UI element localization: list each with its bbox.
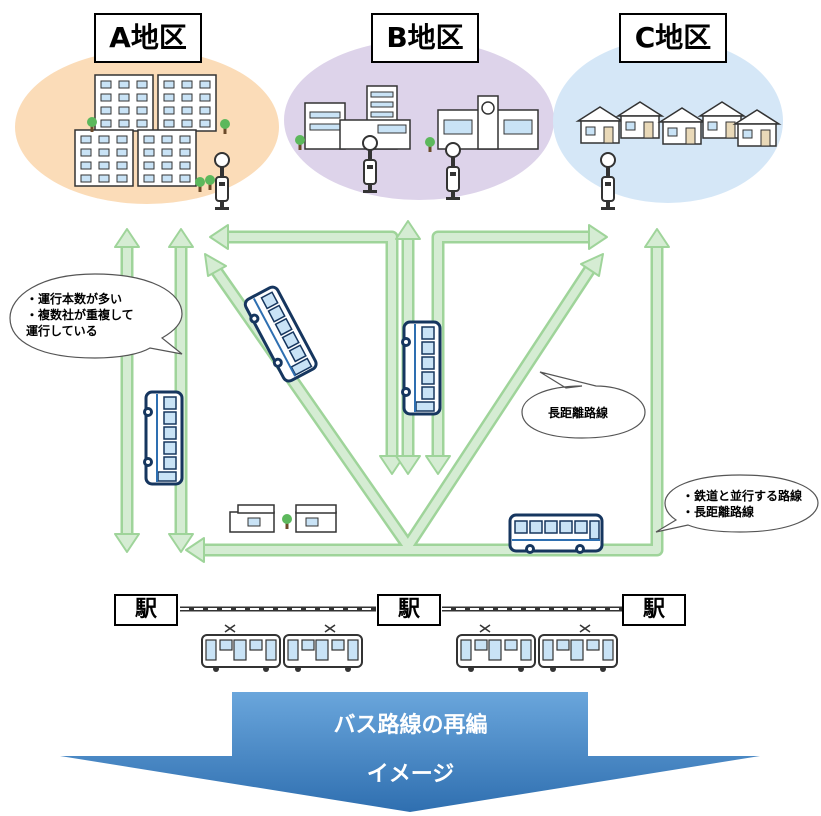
bus-stop-icon: [362, 135, 378, 194]
callout-middle-text: 長距離路線: [548, 406, 609, 420]
callout-left-line: ・複数社が重複して: [26, 308, 134, 322]
banner-title: バス路線の再編: [333, 713, 488, 738]
train-icon: [456, 624, 618, 673]
summary-arrow-shape: [60, 692, 760, 812]
callout-bubble-middle: [521, 371, 646, 439]
bus-icon-vertical-middle: [399, 320, 442, 416]
station-label: 駅: [114, 594, 178, 626]
bus-icon-vertical-left: [141, 390, 184, 486]
district-a-label: A地区: [94, 13, 202, 63]
station-label: 駅: [377, 594, 441, 626]
bus-stop-icon: [214, 152, 230, 211]
bus-stop-icon: [600, 152, 616, 211]
banner-subtitle: イメージ: [366, 762, 455, 787]
station-label: 駅: [622, 594, 686, 626]
callout-right-text: ・鉄道と並行する路線 ・長距離路線: [682, 488, 802, 520]
district-b-area: [284, 40, 554, 200]
callout-left-line: 運行している: [26, 324, 98, 338]
bus-icon-diagonal: [239, 283, 320, 387]
district-c-label: C地区: [619, 13, 727, 63]
train-icon: [201, 624, 363, 673]
callout-left-line: ・運行本数が多い: [26, 292, 123, 306]
district-b-label: B地区: [371, 13, 479, 63]
roadside-houses: [229, 504, 337, 533]
callout-left-text: ・運行本数が多い ・複数社が重複して 運行している: [26, 291, 134, 339]
callout-bubble-right: [655, 474, 819, 533]
callout-bubble-left: [9, 273, 183, 359]
bus-icon-horizontal: [508, 513, 604, 556]
callout-right-line: ・鉄道と並行する路線: [682, 489, 803, 503]
callout-right-line: ・長距離路線: [682, 505, 755, 519]
bus-stop-icon: [445, 142, 461, 201]
